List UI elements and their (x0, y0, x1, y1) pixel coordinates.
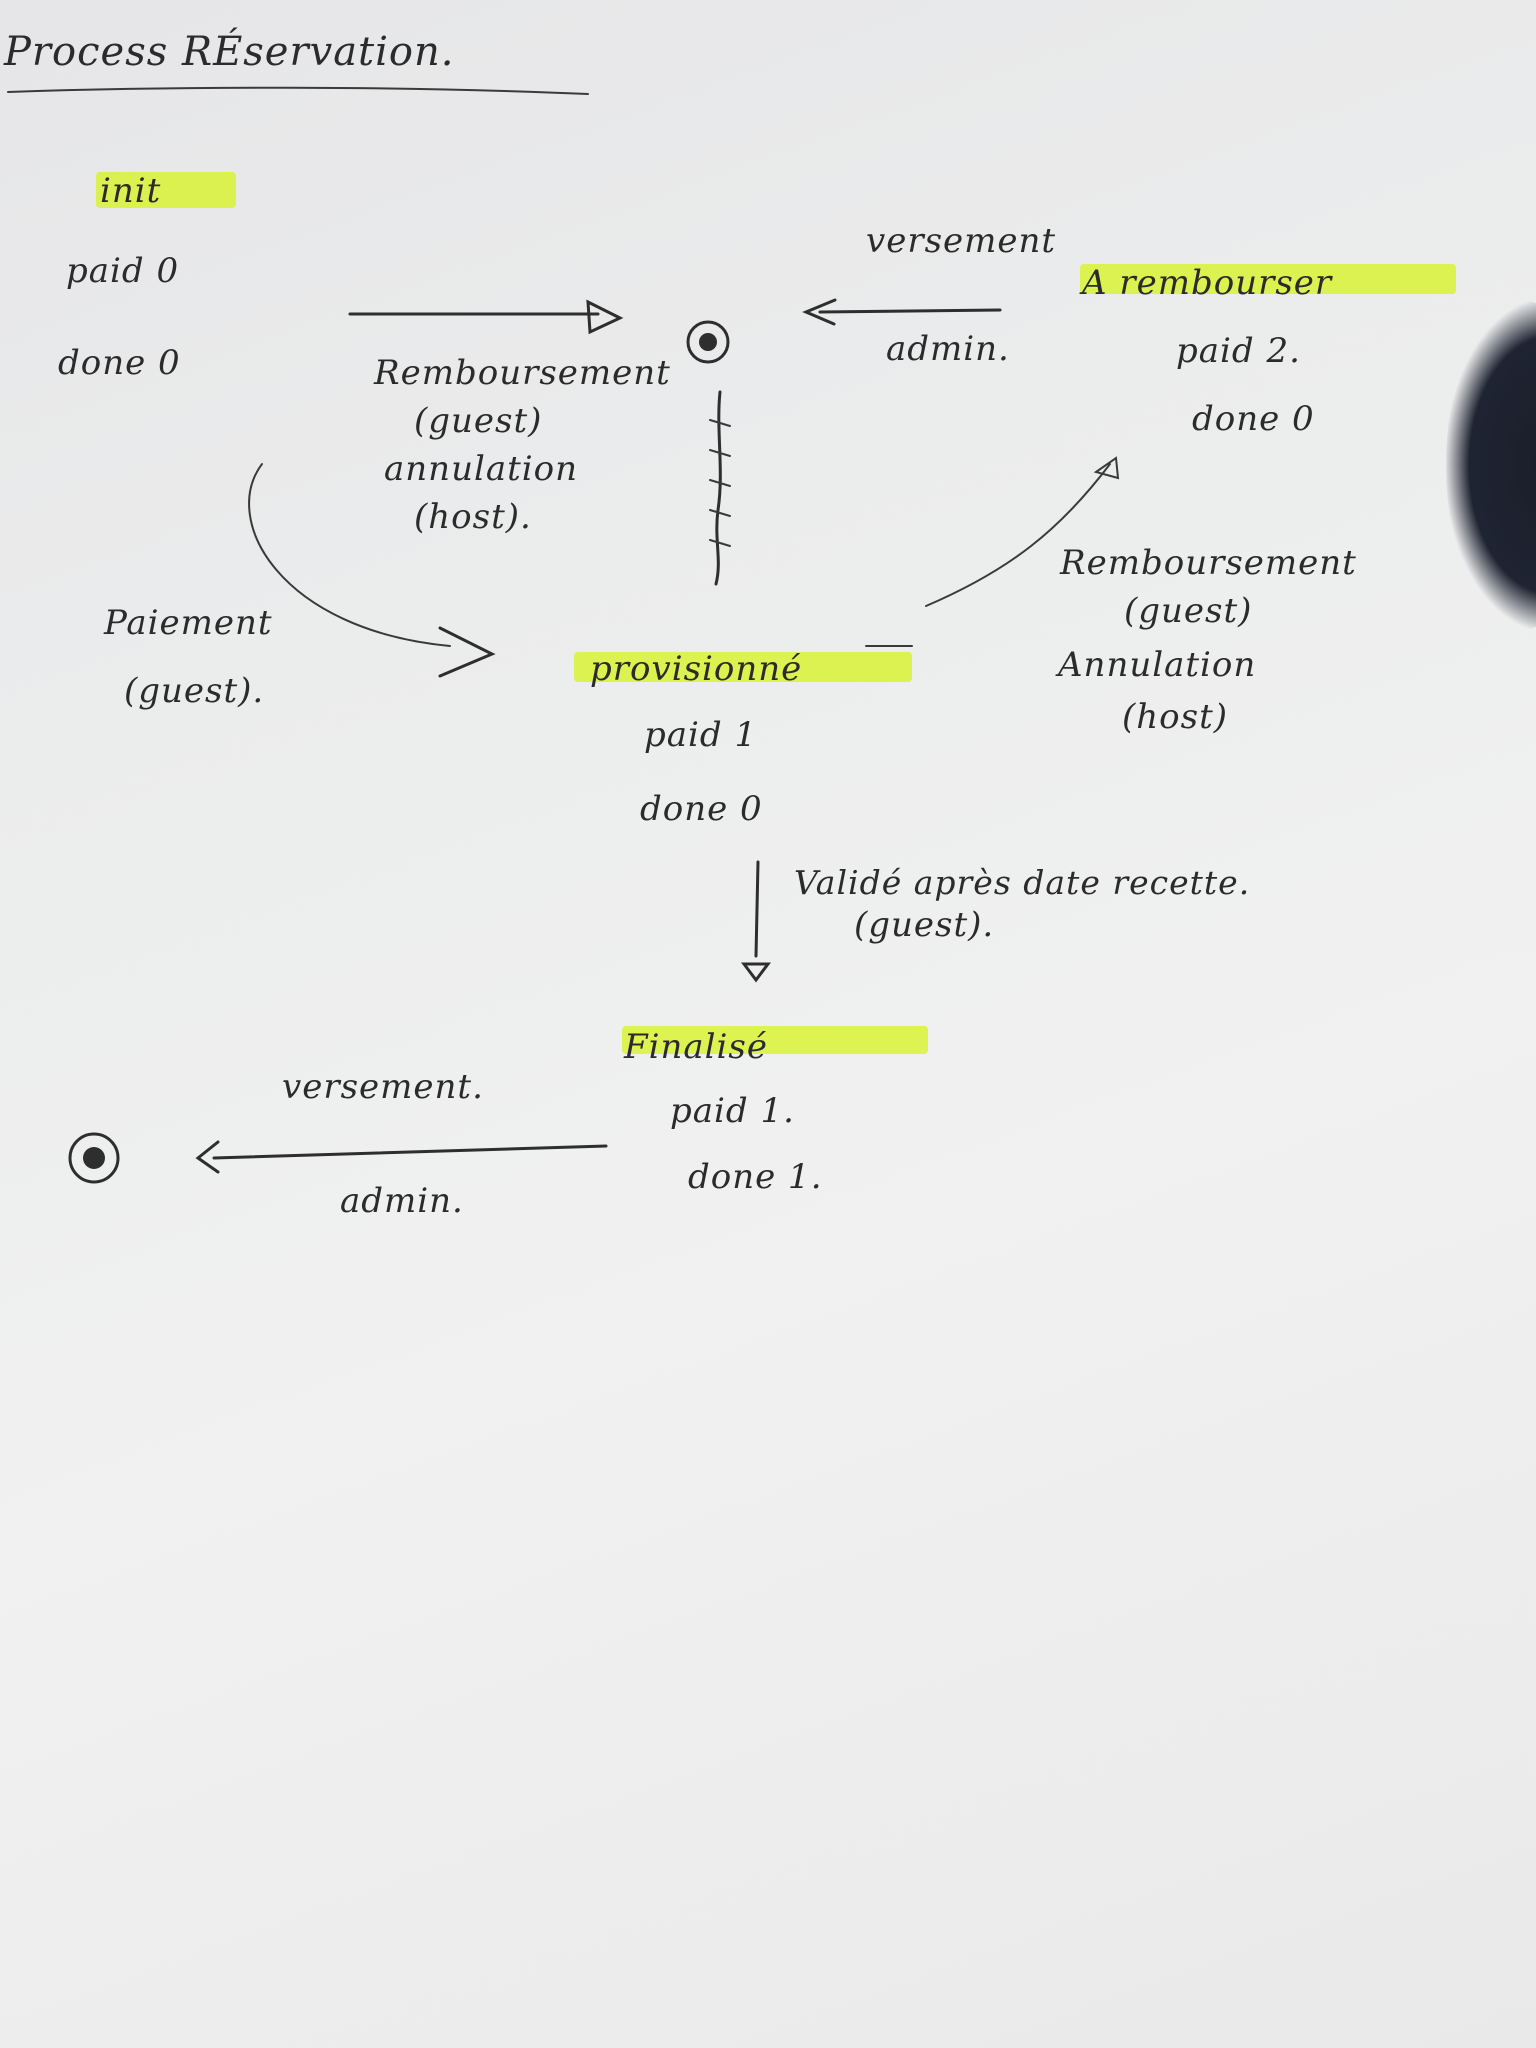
arrow-init-to-end-head (586, 299, 624, 335)
arrow-init-to-provisionne-head (438, 626, 496, 678)
title-underline (7, 86, 589, 95)
transition-final-end-line1: versement. (282, 1067, 484, 1107)
page-title: Process RÉservation. (4, 29, 455, 75)
end-state-circle-top (686, 320, 730, 364)
arrow-finalise-to-end-line (212, 1144, 608, 1160)
transition-final-end-line2: admin. (340, 1181, 464, 1221)
transition-init-end-line2: (guest) (414, 401, 543, 441)
arrow-rembourser-to-end-head (802, 298, 837, 326)
transition-init-prov-line1: Paiement (104, 603, 273, 643)
state-finalise-done: done 1. (688, 1157, 823, 1197)
transition-prov-final-line1: Validé après date recette. (794, 863, 1251, 902)
transition-rembourser-end-line1: versement (866, 221, 1057, 261)
end-state-circle-bottom (68, 1132, 120, 1184)
arrow-provisionne-to-rembourser-line (925, 463, 1111, 607)
a-rembourser-highlight (1080, 264, 1456, 294)
arrow-provisionne-to-finalise-head (741, 962, 771, 983)
state-init-name: init (100, 171, 162, 211)
transition-rembourser-end-line2: admin. (886, 329, 1010, 369)
state-init-paid: paid 0 (66, 251, 180, 291)
transition-init-end-line4: (host). (414, 497, 532, 537)
state-a-rembourser-done: done 0 (1192, 399, 1315, 439)
transition-prov-remb-line2: (guest) (1124, 591, 1253, 631)
transition-init-prov-line2: (guest). (124, 671, 265, 711)
arrow-provisionne-to-finalise-line (754, 860, 760, 958)
state-provisionne-name: provisionné (590, 649, 803, 689)
transition-prov-remb-line1: Remboursement (1060, 543, 1357, 583)
arrow-provisionne-to-rembourser-head (1093, 456, 1120, 480)
transition-prov-remb-line4: (host) (1122, 697, 1229, 737)
end-state-dot-bottom (83, 1147, 105, 1169)
arrow-finalise-to-end-head (195, 1140, 220, 1174)
state-provisionne-paid: paid 1 (644, 715, 758, 755)
arrow-init-to-provisionne-line (248, 463, 451, 647)
scribble-line (714, 390, 722, 586)
transition-init-end-line3: annulation (384, 449, 579, 489)
state-finalise-name: Finalisé (624, 1027, 768, 1067)
provisionne-highlight (574, 652, 912, 682)
transition-init-end-line1: Remboursement (374, 353, 671, 393)
scribble-marks (709, 419, 731, 547)
state-a-rembourser-paid: paid 2. (1176, 331, 1301, 371)
transition-prov-remb-line3: Annulation (1058, 645, 1257, 685)
init-highlight (96, 172, 236, 208)
state-a-rembourser-name: A rembourser (1082, 263, 1333, 303)
state-provisionne-done: done 0 (640, 789, 763, 829)
arrow-rembourser-to-end-line (818, 308, 1002, 314)
finalise-highlight (622, 1026, 928, 1054)
state-init-done: done 0 (58, 343, 181, 383)
transition-prov-final-line2: (guest). (854, 905, 995, 945)
state-finalise-paid: paid 1. (670, 1091, 795, 1131)
end-state-dot-top (699, 333, 717, 351)
